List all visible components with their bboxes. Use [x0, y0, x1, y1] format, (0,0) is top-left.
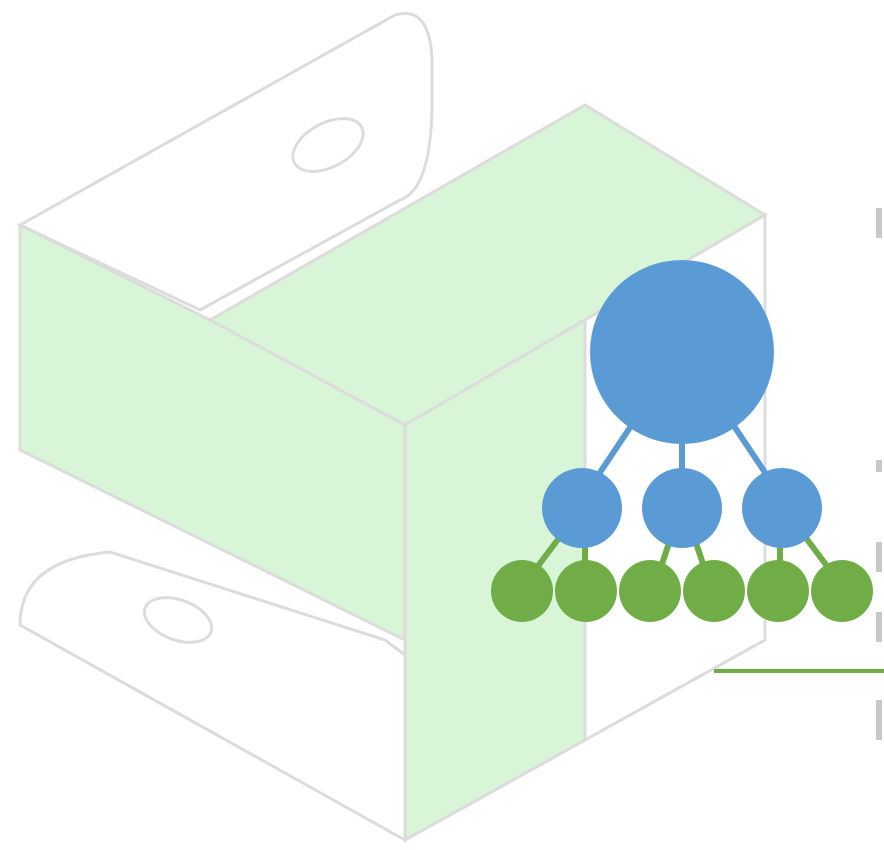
bracket-top-flap [16, 12, 434, 312]
edge-mark-4 [876, 612, 882, 642]
child-node-middle [642, 468, 722, 548]
link-root-left [592, 417, 638, 483]
leaf-node-2 [555, 560, 617, 622]
bracket-bottom-flap [18, 550, 407, 843]
child-node-right [742, 468, 822, 548]
link-root-right [727, 417, 773, 483]
edge-mark-3 [876, 542, 882, 572]
leaf-node-5 [747, 560, 809, 622]
bracket-bottom-hole [142, 596, 214, 644]
root-node [590, 260, 774, 444]
edge-mark-1 [876, 208, 882, 238]
edge-mark-5 [876, 700, 882, 740]
leaf-node-6 [811, 560, 873, 622]
child-node-left [542, 468, 622, 548]
edge-mark-2 [876, 460, 882, 472]
tree-nodes [491, 260, 873, 622]
leaf-node-1 [491, 560, 553, 622]
leaf-node-3 [619, 560, 681, 622]
right-edge-marks [876, 208, 882, 740]
leaf-node-4 [683, 560, 745, 622]
bracket-top-hole [291, 117, 365, 173]
